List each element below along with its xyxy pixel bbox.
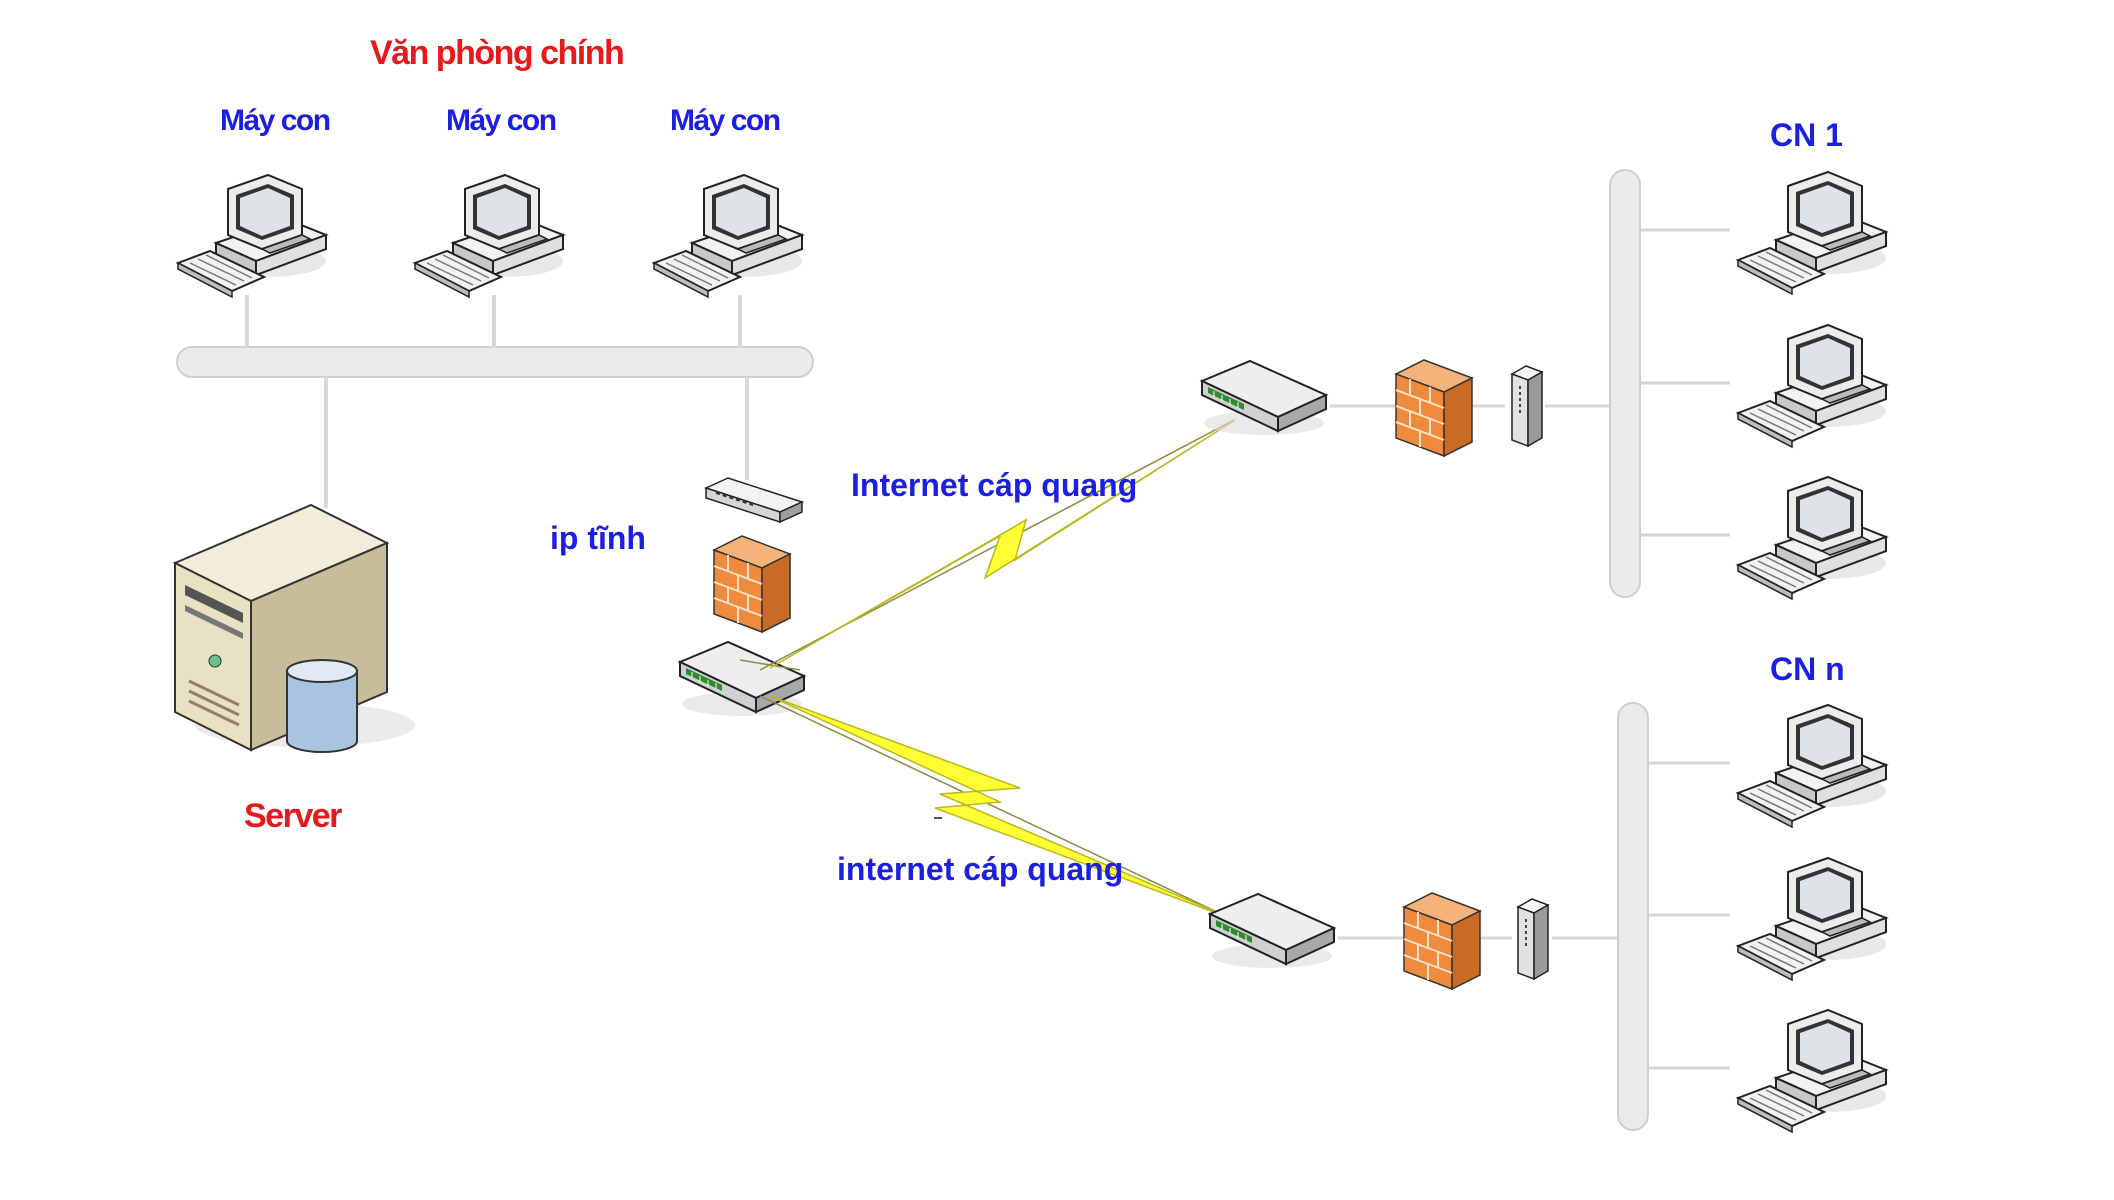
main-router-icon: [679, 641, 805, 717]
branch-n-firewall-icon: [1403, 892, 1481, 990]
branch-1-firewall-icon: [1395, 359, 1473, 457]
link-label-2: internet cáp quang: [837, 851, 1124, 887]
main-firewall-icon: [713, 535, 791, 633]
branch-1-router-icon: [1201, 360, 1327, 436]
branch-n-label: CN n: [1770, 651, 1845, 687]
branch-n-router-icon: [1209, 893, 1335, 969]
branch-1-computer: [1737, 171, 1887, 295]
main-office-title: Văn phòng chính: [370, 34, 625, 72]
branch-n-bus: [1617, 702, 1649, 1131]
link-label-1: Internet cáp quang: [851, 467, 1138, 503]
branch-n-computer: [1737, 704, 1887, 828]
branch-1-computer: [1737, 324, 1887, 448]
branch-1-label: CN 1: [1770, 117, 1843, 153]
main-office-computer: [653, 174, 803, 298]
static-ip-label: ip tĩnh: [550, 520, 646, 556]
client-label: Máy con: [670, 104, 781, 137]
branch-n-hub-icon: [1517, 898, 1549, 980]
branch-n-computer: [1737, 1009, 1887, 1133]
server-icon: [172, 503, 415, 753]
main-office-bus: [176, 295, 814, 508]
main-office-computer: [414, 174, 564, 298]
branch-n-computer: [1737, 857, 1887, 981]
branch-n-connections: [1338, 761, 1730, 1070]
server-label: Server: [244, 797, 342, 835]
branch-1-bus: [1609, 169, 1641, 598]
main-office-computer: [177, 174, 327, 298]
internet-link-1: [769, 419, 1236, 669]
branch-1-hub-icon: [1511, 365, 1543, 447]
branch-1-computer: [1737, 476, 1887, 600]
branch-1-connections: [1330, 228, 1730, 537]
client-label: Máy con: [446, 104, 557, 137]
client-label: Máy con: [220, 104, 331, 137]
main-switch-icon: [705, 477, 803, 523]
